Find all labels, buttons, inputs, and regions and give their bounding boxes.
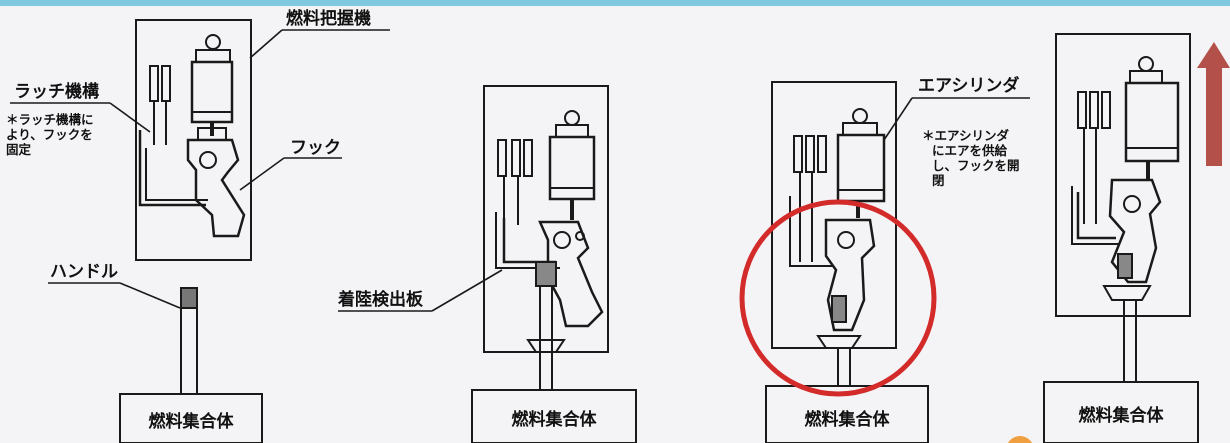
note-air-line-4: 閉: [932, 173, 945, 188]
fuel-assembly-label-2: 燃料集合体: [511, 410, 597, 430]
top-color-bar: [0, 0, 1230, 6]
stage-3-hook-closed: [765, 81, 929, 443]
red-circle-highlight: [739, 199, 937, 397]
note-air-cylinder: ＊エアシリンダ にエアを供給 し、フックを開 閉: [922, 128, 1020, 188]
label-fuel-grapple: 燃料把握機: [286, 9, 371, 29]
label-latch-mechanism: ラッチ機構: [14, 82, 99, 102]
fuel-assembly-label-4: 燃料集合体: [1078, 406, 1164, 426]
label-air-cylinder: エアシリンダ: [918, 76, 1020, 96]
note-latch-line-3: 固定: [6, 142, 32, 157]
note-latch: ＊ラッチ機構に より、フックを 固定: [6, 112, 94, 157]
fuel-assembly-label-3: 燃料集合体: [804, 410, 890, 430]
up-arrow-icon: [1197, 42, 1230, 166]
fuel-assembly-label-1: 燃料集合体: [148, 412, 234, 432]
stage-4-lifted: [1043, 33, 1199, 443]
note-air-line-2: にエアを供給: [932, 143, 1008, 158]
stage-1-handle: [119, 287, 263, 443]
note-latch-line-1: ＊ラッチ機構に: [6, 112, 94, 127]
label-handle: ハンドル: [50, 262, 118, 282]
note-latch-line-2: より、フックを: [6, 127, 93, 142]
leader-lines: [10, 29, 1030, 312]
stage-2-landed: [471, 85, 637, 443]
stage-1-grapple: [135, 19, 252, 261]
orange-dot-decoration: [1007, 436, 1033, 443]
label-landing-detection-plate: 着陸検出板: [338, 290, 423, 310]
note-air-line-3: し、フックを開: [932, 158, 1020, 173]
note-air-line-1: ＊エアシリンダ: [922, 128, 1010, 143]
label-hook: フック: [290, 138, 341, 158]
